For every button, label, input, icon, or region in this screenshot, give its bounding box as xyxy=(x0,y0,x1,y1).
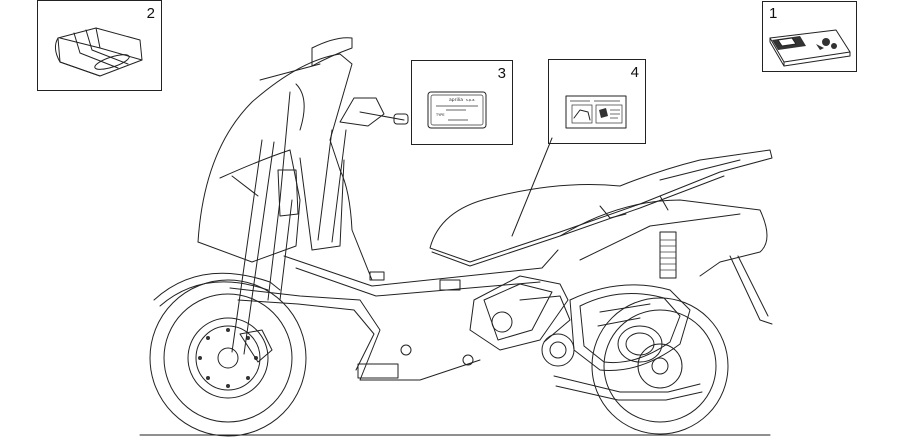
tool-kit-pouch-icon[interactable] xyxy=(54,27,143,77)
callout-number-1: 1 xyxy=(769,5,778,22)
owner-manual-icon[interactable] xyxy=(769,29,851,67)
callout-box-4[interactable]: 4 xyxy=(548,59,646,144)
scooter-outline xyxy=(149,37,773,437)
plate-brand-text: aprilia xyxy=(449,97,463,103)
label-sticker-icon[interactable] xyxy=(565,95,627,129)
leader-line-4 xyxy=(511,137,553,237)
callout-number-2: 2 xyxy=(146,5,155,22)
plate-type-text: TYPE xyxy=(435,113,445,117)
callout-number-3: 3 xyxy=(497,65,506,82)
callout-number-4: 4 xyxy=(630,64,639,81)
identification-plate-icon[interactable]: aprilia s.p.a. TYPE xyxy=(427,91,487,129)
plate-brand-suffix: s.p.a. xyxy=(466,98,476,102)
